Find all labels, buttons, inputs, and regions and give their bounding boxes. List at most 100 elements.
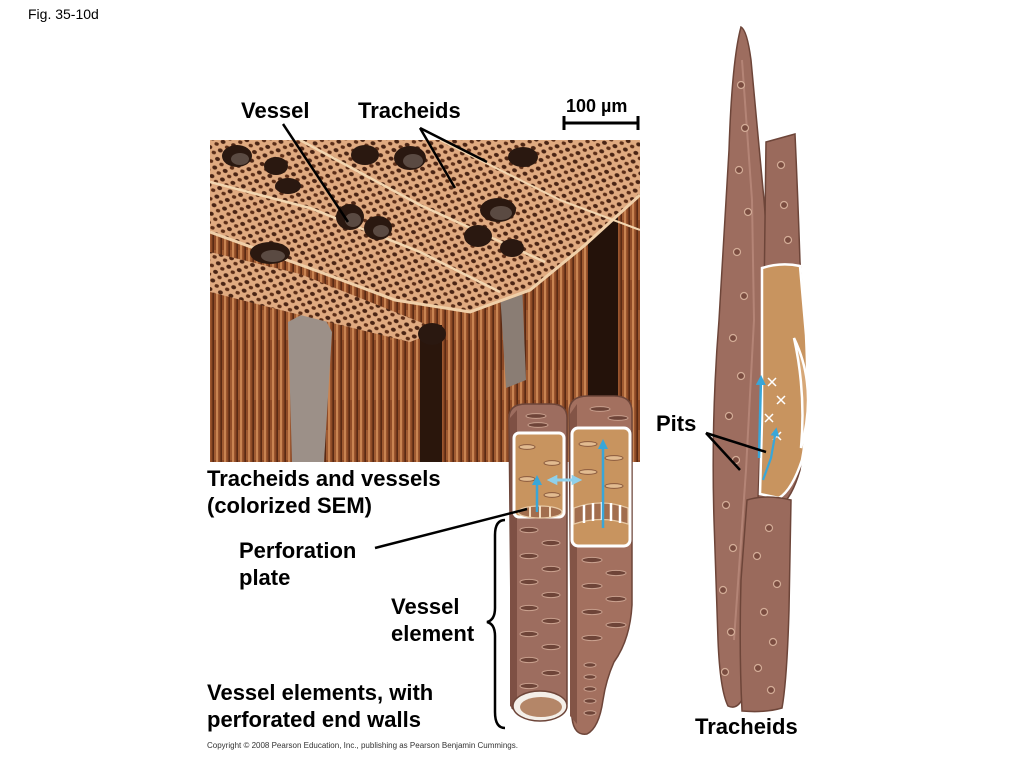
slit-pit [541, 539, 561, 547]
sem-caption-line: Tracheids and vessels [207, 466, 441, 491]
slit-pit [541, 617, 561, 625]
right-perforation-plate [573, 502, 629, 525]
vessel-element-brace [486, 518, 506, 730]
pits-leader-line [705, 432, 741, 471]
circular-pit [736, 371, 746, 381]
slit-pit [605, 595, 627, 603]
circular-pit [753, 663, 763, 673]
circular-pit [721, 500, 731, 510]
vessel-element-label-line: element [391, 621, 475, 646]
slit-pit [518, 476, 536, 482]
circular-pit [740, 123, 750, 133]
tracheid-circular-pits [718, 80, 793, 695]
perforation-plate-label-line: plate [239, 565, 291, 590]
tracheids-drawing [712, 25, 810, 713]
vessel-leader-line [281, 123, 350, 223]
tracheids-leader-line [419, 126, 488, 164]
circular-pit [766, 685, 776, 695]
slit-pit [541, 565, 561, 573]
circular-pit [752, 551, 762, 561]
circular-pit [724, 411, 734, 421]
vessel-element-label-line: Vessel [391, 594, 460, 619]
lower-tracheid [739, 496, 792, 713]
pit-chamber [792, 337, 810, 449]
tracheids-label-sem: Tracheids [358, 98, 461, 123]
circular-pit [732, 247, 742, 257]
circular-pit [783, 235, 793, 245]
vessel-hole [464, 225, 492, 247]
vessel-hole [275, 178, 301, 194]
vessel-hole [351, 145, 379, 165]
pits-leader-line [705, 431, 767, 454]
circular-pit [720, 667, 730, 677]
sem-cross-section-face [210, 252, 440, 342]
vessel-water-flow-arrows [532, 439, 608, 528]
sem-face-edge [210, 193, 640, 314]
circular-pit [734, 165, 744, 175]
sem-cross-section-face [210, 140, 640, 312]
circular-pit [728, 543, 738, 553]
vessel-hole [264, 157, 288, 175]
hole-depth [373, 225, 389, 237]
water-flow-arrow [755, 375, 766, 459]
sem-micrograph [210, 140, 640, 462]
sem-vessel-interior [288, 306, 332, 462]
vessel-element-label: Vessel element [391, 593, 474, 647]
slit-pit [581, 556, 603, 564]
slit-pit [541, 669, 561, 677]
slit-pit [581, 634, 603, 642]
water-flow-arrow [761, 427, 780, 481]
tracheids-leader-line [418, 127, 457, 189]
sem-caption-line: (colorized SEM) [207, 493, 373, 518]
scale-bar [562, 116, 640, 130]
sem-dark-channel [420, 325, 442, 462]
perforation-plate-label-line: Perforation [239, 538, 357, 563]
copyright-notice: Copyright © 2008 Pearson Education, Inc.… [207, 741, 518, 750]
slit-pit [519, 656, 539, 664]
leader-lines [281, 123, 767, 730]
hole-depth [231, 153, 249, 165]
tracheid-water-flow-arrows [755, 375, 780, 481]
pit-pair [776, 395, 786, 405]
open-end-interior [520, 697, 562, 717]
hole-depth [490, 206, 512, 220]
vessel-elements-drawing [508, 395, 633, 735]
slit-pit [578, 469, 598, 475]
circular-pit [743, 207, 753, 217]
pit-pair [767, 377, 777, 387]
vessel-elements-caption: Vessel elements, with perforated end wal… [207, 679, 433, 733]
circular-pit [718, 585, 728, 595]
slit-pit [519, 682, 539, 690]
circular-pit [728, 333, 738, 343]
hole-depth [345, 213, 361, 227]
pit-pair [764, 413, 774, 423]
vessel-slit-pits [518, 406, 629, 716]
circular-pit [772, 579, 782, 589]
slit-pit [581, 608, 603, 616]
circular-pit [739, 291, 749, 301]
slit-pit [583, 698, 597, 704]
slit-pit [581, 582, 603, 590]
slit-pit [518, 444, 536, 450]
slit-pit [589, 406, 611, 412]
circular-pit [726, 627, 736, 637]
slit-pit [543, 492, 561, 498]
slit-pit [519, 630, 539, 638]
vessel-elements-caption-line: Vessel elements, with [207, 680, 434, 705]
slit-pit [605, 569, 627, 577]
circular-pit [759, 607, 769, 617]
circular-pit [736, 80, 746, 90]
slit-pit [583, 662, 597, 668]
slit-pit [519, 526, 539, 534]
vessel-hole [500, 239, 524, 257]
circular-pit [779, 200, 789, 210]
tracheids-caption: Tracheids [695, 714, 798, 739]
slit-pit [525, 413, 547, 419]
hole-depth [261, 250, 285, 262]
slit-pit [519, 578, 539, 586]
sem-caption: Tracheids and vessels (colorized SEM) [207, 465, 441, 519]
slit-pit [543, 460, 561, 466]
slit-pit [583, 710, 597, 716]
circular-pit [764, 523, 774, 533]
